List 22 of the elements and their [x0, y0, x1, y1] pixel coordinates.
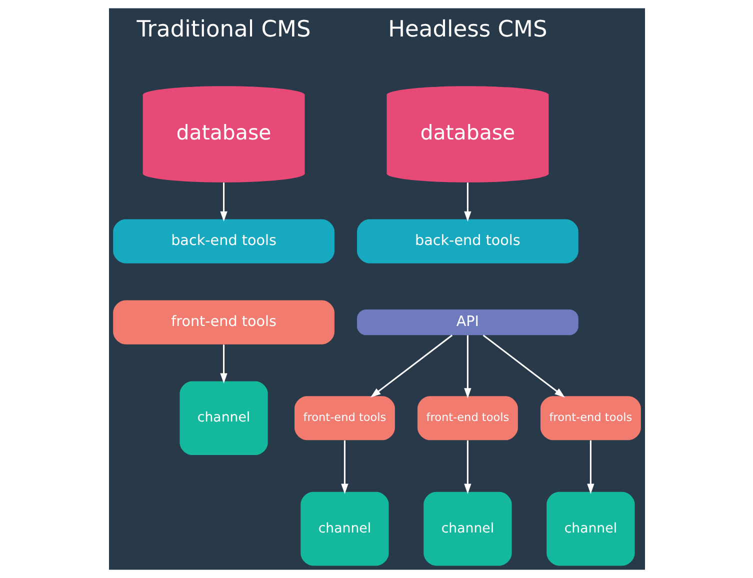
- node-box: channel: [546, 492, 634, 566]
- arrow: [464, 182, 471, 222]
- node-box: front-end tools: [416, 396, 518, 440]
- arrow: [464, 440, 471, 494]
- node-box: channel: [179, 381, 268, 456]
- node-box: front-end tools: [540, 396, 640, 440]
- arrow: [370, 334, 452, 398]
- arrow: [220, 182, 227, 222]
- label: Traditional CMS: [136, 16, 310, 42]
- node-box: back-end tools: [112, 219, 334, 264]
- node-box: front-end tools: [294, 396, 394, 440]
- arrow: [464, 335, 471, 398]
- arrow: [586, 440, 594, 494]
- node-box: channel: [300, 492, 388, 566]
- node-box: back-end tools: [356, 219, 578, 264]
- node-box: front-end tools: [112, 300, 334, 344]
- node-box: API: [356, 310, 578, 336]
- arrow: [340, 440, 348, 494]
- arrow: [482, 334, 564, 398]
- arrow: [220, 344, 227, 384]
- node-box: channel: [423, 492, 512, 566]
- label: Headless CMS: [388, 16, 547, 42]
